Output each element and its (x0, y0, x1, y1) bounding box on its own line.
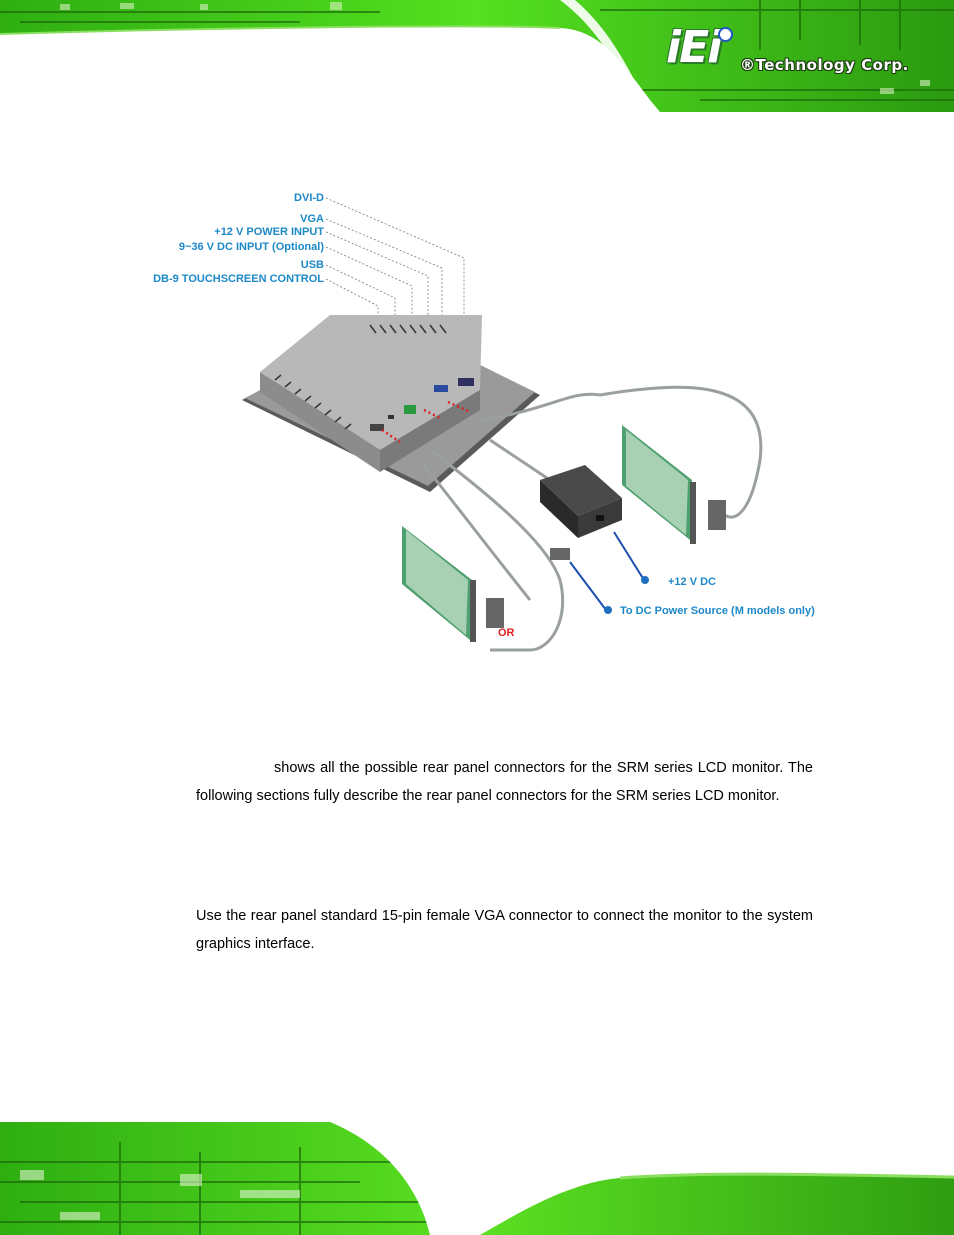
callout-dot-dc-source (604, 606, 612, 614)
cables (418, 385, 763, 652)
label-or: OR (498, 627, 515, 639)
iei-logo: iEi (666, 22, 722, 73)
label-usb: USB (301, 259, 324, 271)
label-vga: VGA (300, 213, 324, 225)
label-12v-dc: +12 V DC (668, 576, 716, 588)
paragraph-rear-panel-overview: shows all the possible rear panel connec… (196, 754, 813, 810)
logo-dot-icon (718, 27, 733, 42)
footer-circuit-banner (0, 1122, 954, 1235)
graphics-card-left (402, 526, 504, 642)
paragraph-text: shows all the possible rear panel connec… (196, 760, 813, 804)
label-db9: DB-9 TOUCHSCREEN CONTROL (153, 273, 324, 285)
graphics-card-right (622, 425, 726, 544)
paragraph-vga-connector: Use the rear panel standard 15-pin femal… (196, 908, 813, 952)
label-dc-power-source: To DC Power Source (M models only) (620, 605, 815, 617)
rear-panel-figure: DVI-D VGA +12 V POWER INPUT 9~36 V DC IN… (153, 192, 815, 652)
callout-lines (569, 531, 645, 611)
power-adapter (540, 465, 622, 538)
label-dc-input: 9~36 V DC INPUT (Optional) (179, 241, 324, 253)
label-dvi-d: DVI-D (294, 192, 324, 204)
callout-dot-dc12 (641, 576, 649, 584)
dc-plug (550, 548, 570, 560)
header-circuit-banner (0, 0, 954, 112)
insertion-arrows (381, 400, 471, 444)
label-power-input: +12 V POWER INPUT (214, 226, 324, 238)
company-name: ®Technology Corp. (740, 56, 909, 74)
monitor-rear-body (242, 315, 540, 492)
